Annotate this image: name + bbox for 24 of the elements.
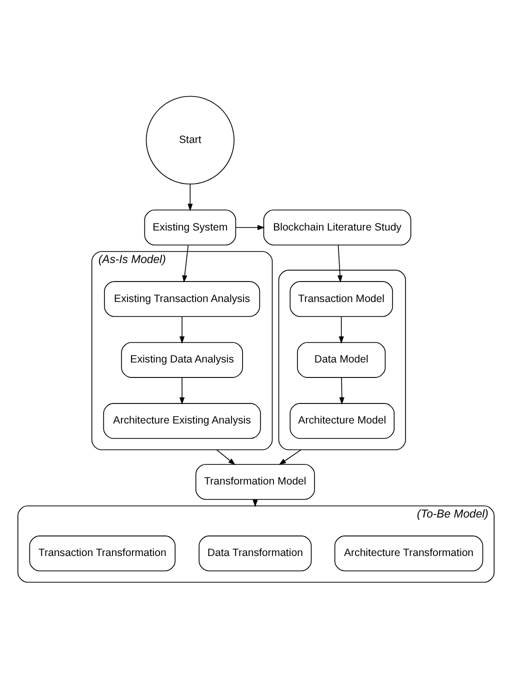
arrow <box>216 449 236 466</box>
node-circle: Start <box>146 96 234 184</box>
node-box: Architecture Model <box>290 403 395 439</box>
arrow <box>338 316 344 344</box>
node-box: Data Transformation <box>198 536 312 572</box>
arrow <box>179 377 185 405</box>
node-box: Transaction Transformation <box>29 536 176 572</box>
node-box: Transaction Model <box>290 281 393 317</box>
arrow <box>252 499 258 508</box>
node-box: Architecture Transformation <box>334 536 484 572</box>
node-box: Existing Data Analysis <box>121 342 243 378</box>
arrow <box>235 224 265 230</box>
node-box: Existing System <box>144 210 236 246</box>
node-box: Blockchain Literature Study <box>263 210 412 246</box>
arrow <box>339 377 344 405</box>
arrow <box>182 244 189 283</box>
arrow <box>278 449 302 465</box>
cluster <box>278 270 406 450</box>
node-box: Existing Transaction Analysis <box>104 281 260 317</box>
node-box: Architecture Existing Analysis <box>103 403 261 439</box>
node-box: Data Model <box>297 342 386 378</box>
arrow <box>179 316 185 344</box>
arrow <box>188 184 193 212</box>
arrow <box>337 244 343 283</box>
